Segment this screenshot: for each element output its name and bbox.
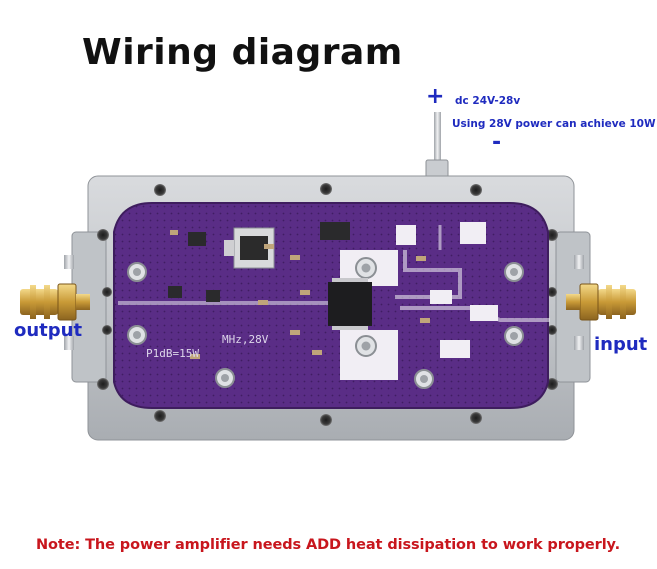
- silkscreen-p1db: P1dB=15W: [146, 347, 199, 360]
- pcb-components: [168, 222, 430, 359]
- output-port-label: output: [14, 320, 83, 341]
- power-feed-wire: [425, 112, 449, 179]
- negative-terminal-label: -: [492, 130, 502, 155]
- input-sma-connector: [566, 255, 636, 350]
- page-title: Wiring diagram: [82, 32, 403, 73]
- positive-terminal-label: +: [426, 84, 445, 109]
- input-port-label: input: [594, 334, 648, 355]
- dc-voltage-range: dc 24V-28v: [455, 95, 521, 107]
- power-note: Using 28V power can achieve 10W: [452, 118, 656, 130]
- enclosure-screw-holes: [97, 183, 558, 426]
- heat-dissipation-note: Note: The power amplifier needs ADD heat…: [36, 537, 620, 553]
- silkscreen-rating: MHz,28V: [222, 333, 269, 346]
- pcb-screws: [127, 257, 524, 389]
- output-sma-connector: [20, 255, 90, 350]
